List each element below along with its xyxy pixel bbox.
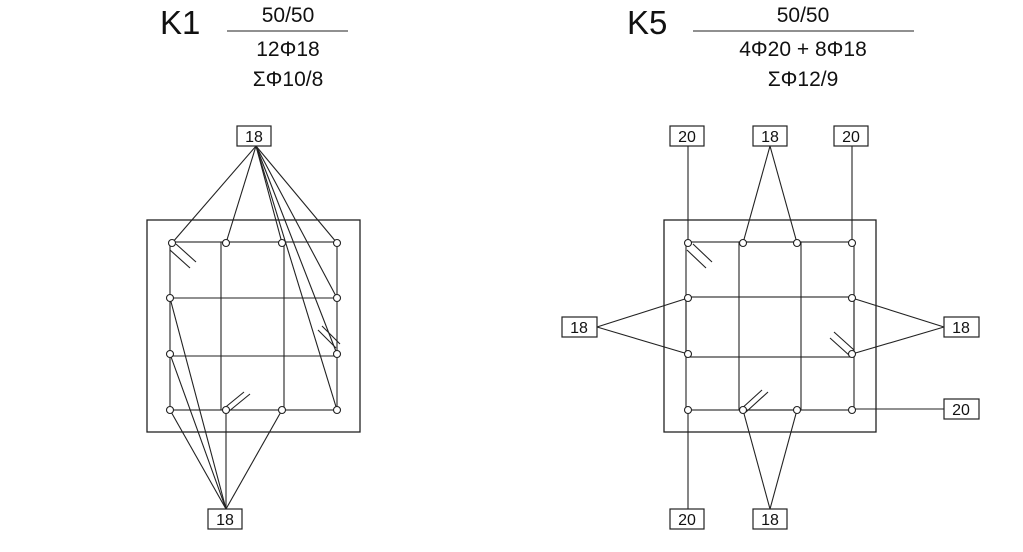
- tag-label: 20: [952, 402, 970, 419]
- rebar: [738, 238, 748, 248]
- rebar: [165, 293, 175, 303]
- rebar: [683, 405, 693, 415]
- rebar: [683, 238, 693, 248]
- rebar: [847, 293, 857, 303]
- k1-tag-top: 18: [236, 125, 272, 147]
- tag-label: 20: [678, 512, 696, 529]
- rebar: [221, 405, 231, 415]
- k1-tag-bottom: 18: [207, 508, 243, 530]
- tag-label: 18: [761, 512, 779, 529]
- k1-concrete-outline: [146, 219, 361, 433]
- k5-tag-top-right: 20: [833, 125, 869, 147]
- k5-rebars: [683, 238, 857, 415]
- k1-stirrup-perimeter: [169, 241, 338, 411]
- k5-tag-bottom-left: 20: [669, 508, 705, 530]
- column-k5: K5 50/50 4Φ20 + 8Φ18 ΣΦ12/9: [561, 4, 980, 530]
- k5-stirrup-hooks: [686, 243, 855, 413]
- tag-label: 18: [761, 129, 779, 146]
- k5-tag-right: 18: [943, 316, 980, 338]
- rebar: [332, 405, 342, 415]
- k1-section: 50/50: [262, 4, 315, 27]
- rebar: [738, 405, 748, 415]
- rebar: [847, 349, 857, 359]
- k5-reinforcement: 4Φ20 + 8Φ18: [739, 38, 867, 61]
- rebar: [683, 349, 693, 359]
- rebar: [683, 293, 693, 303]
- k5-tag-left: 18: [561, 316, 598, 338]
- k5-tag-top-left: 20: [669, 125, 705, 147]
- rebar: [165, 349, 175, 359]
- column-k1: K1 50/50 12Φ18 ΣΦ10/8: [146, 4, 361, 530]
- rebar: [167, 238, 177, 248]
- k5-inner-tie-horizontal: [685, 296, 855, 358]
- k5-section: 50/50: [777, 4, 830, 27]
- k5-tag-right-low: 20: [943, 398, 980, 420]
- rebar: [277, 238, 287, 248]
- k1-stirrup-hooks: [169, 243, 341, 413]
- k1-reinforcement: 12Φ18: [256, 38, 319, 61]
- rebar: [332, 293, 342, 303]
- k5-tag-top-mid: 18: [752, 125, 788, 147]
- tag-label: 18: [570, 320, 588, 337]
- k1-stirrups: ΣΦ10/8: [253, 68, 324, 91]
- rebar: [165, 405, 175, 415]
- k5-leader-lines: [596, 145, 945, 510]
- tag-label: 20: [842, 129, 860, 146]
- k1-leader-lines: [169, 145, 338, 510]
- k5-title: K5: [627, 4, 667, 41]
- k5-stirrup-perimeter: [685, 241, 855, 411]
- tag-label: 18: [245, 129, 263, 146]
- tag-label: 18: [216, 512, 234, 529]
- rebar: [792, 238, 802, 248]
- rebar: [332, 349, 342, 359]
- rebar: [847, 405, 857, 415]
- rebar: [792, 405, 802, 415]
- rebar: [847, 238, 857, 248]
- k5-tag-bottom-mid: 18: [752, 508, 788, 530]
- k5-concrete-outline: [663, 219, 877, 433]
- k5-stirrups: ΣΦ12/9: [768, 68, 839, 91]
- rebar: [277, 405, 287, 415]
- rebar: [221, 238, 231, 248]
- tag-label: 18: [952, 320, 970, 337]
- rebar: [332, 238, 342, 248]
- k1-title: K1: [160, 4, 200, 41]
- k5-inner-tie-vertical: [738, 241, 802, 411]
- tag-label: 20: [678, 129, 696, 146]
- k1-rebars: [165, 238, 342, 415]
